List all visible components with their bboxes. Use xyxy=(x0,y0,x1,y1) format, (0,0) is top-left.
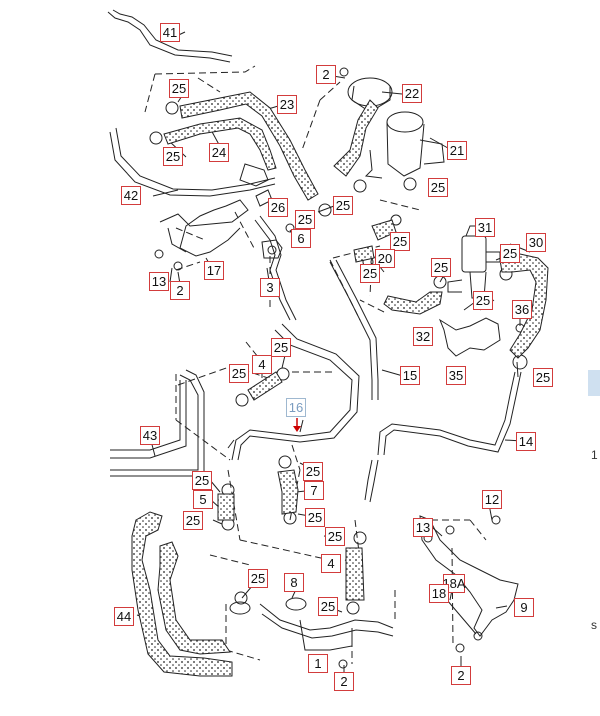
callout-25[interactable]: 25 xyxy=(333,196,353,215)
callout-43[interactable]: 43 xyxy=(140,426,160,445)
callout-25[interactable]: 25 xyxy=(169,79,189,98)
callout-20[interactable]: 20 xyxy=(375,249,395,268)
callout-7[interactable]: 7 xyxy=(304,481,324,500)
callout-25[interactable]: 25 xyxy=(360,264,380,283)
callout-13[interactable]: 13 xyxy=(149,272,169,291)
callout-25[interactable]: 25 xyxy=(305,508,325,527)
right-edge-text-2: s xyxy=(591,618,597,632)
brackets xyxy=(159,163,519,651)
callout-26[interactable]: 26 xyxy=(268,198,288,217)
callout-25[interactable]: 25 xyxy=(271,338,291,357)
callout-32[interactable]: 32 xyxy=(413,327,433,346)
callout-25[interactable]: 25 xyxy=(163,147,183,166)
callout-1[interactable]: 1 xyxy=(308,654,328,673)
callout-25[interactable]: 25 xyxy=(303,462,323,481)
callout-25[interactable]: 25 xyxy=(325,527,345,546)
callout-13[interactable]: 13 xyxy=(413,518,433,537)
callout-25[interactable]: 25 xyxy=(295,210,315,229)
callout-25[interactable]: 25 xyxy=(183,511,203,530)
callout-17[interactable]: 17 xyxy=(204,261,224,280)
callout-2[interactable]: 2 xyxy=(334,672,354,691)
callout-25[interactable]: 25 xyxy=(500,244,520,263)
callout-16-pointer xyxy=(293,418,301,432)
callout-9[interactable]: 9 xyxy=(514,598,534,617)
callout-25[interactable]: 25 xyxy=(533,368,553,387)
callout-2[interactable]: 2 xyxy=(170,281,190,300)
callout-35[interactable]: 35 xyxy=(446,366,466,385)
callout-5[interactable]: 5 xyxy=(193,490,213,509)
callout-15[interactable]: 15 xyxy=(400,366,420,385)
callout-6[interactable]: 6 xyxy=(291,229,311,248)
callout-2[interactable]: 2 xyxy=(451,666,471,685)
dashed-assembly-lines xyxy=(144,65,495,664)
callout-25[interactable]: 25 xyxy=(248,569,268,588)
callout-36[interactable]: 36 xyxy=(512,300,532,319)
rubber-hoses xyxy=(131,91,549,677)
callout-8[interactable]: 8 xyxy=(284,573,304,592)
callout-30[interactable]: 30 xyxy=(526,233,546,252)
callout-23[interactable]: 23 xyxy=(277,95,297,114)
callout-4[interactable]: 4 xyxy=(321,554,341,573)
callout-25[interactable]: 25 xyxy=(229,364,249,383)
right-edge-tab[interactable] xyxy=(588,370,600,396)
callout-21[interactable]: 21 xyxy=(447,141,467,160)
callout-41[interactable]: 41 xyxy=(160,23,180,42)
callout-2[interactable]: 2 xyxy=(316,65,336,84)
callout-25[interactable]: 25 xyxy=(390,232,410,251)
right-edge-text-1: 1 xyxy=(591,448,598,462)
callout-25[interactable]: 25 xyxy=(428,178,448,197)
callout-16[interactable]: 16 xyxy=(286,398,306,417)
callout-24[interactable]: 24 xyxy=(209,143,229,162)
callout-31[interactable]: 31 xyxy=(475,218,495,237)
callout-4[interactable]: 4 xyxy=(252,355,272,374)
callout-14[interactable]: 14 xyxy=(516,432,536,451)
callout-42[interactable]: 42 xyxy=(121,186,141,205)
callout-25[interactable]: 25 xyxy=(192,471,212,490)
hard-pipes xyxy=(107,9,522,639)
callout-25[interactable]: 25 xyxy=(431,258,451,277)
callout-25[interactable]: 25 xyxy=(318,597,338,616)
callout-44[interactable]: 44 xyxy=(114,607,134,626)
callout-12[interactable]: 12 xyxy=(482,490,502,509)
callout-3[interactable]: 3 xyxy=(260,278,280,297)
callout-25[interactable]: 25 xyxy=(473,291,493,310)
callout-22[interactable]: 22 xyxy=(402,84,422,103)
callout-18[interactable]: 18 xyxy=(429,584,449,603)
